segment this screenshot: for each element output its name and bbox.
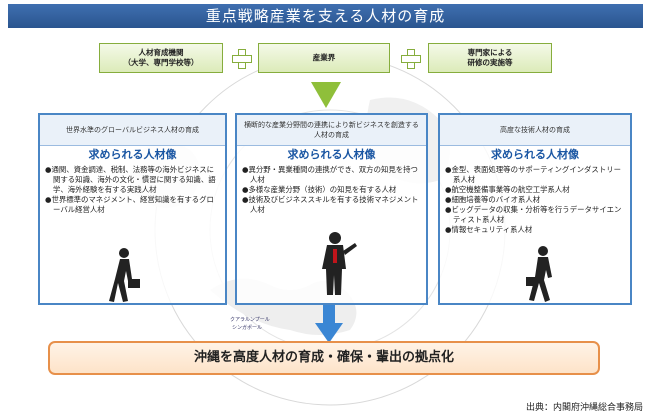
- list-item: ●異分野・異業種間の連携ができ、双方の知見を持つ人材: [242, 165, 418, 184]
- list-item: ●世界標準のマネジメント、経営知識を有するグローバル経営人材: [45, 195, 214, 214]
- source-label: 専門家による: [467, 48, 513, 57]
- list-item: ●通関、資金調達、税制、法務等の海外ビジネスに関する知識、海外の文化・慣習に関す…: [45, 165, 216, 194]
- talent-list: ●金型、表面処理等のサポーティングインダストリー系人材 ●航空機整備事業等の航空…: [445, 165, 625, 235]
- list-item: ●ビッグデータの収集・分析等を行うデータサイエンティスト系人材: [445, 205, 622, 224]
- businessman-walking-figure: [526, 246, 552, 302]
- source-note: 出典：内閣府沖縄総合事務局: [525, 403, 643, 413]
- source-label: 人材育成機関: [138, 48, 184, 57]
- talent-column-crossindustry: 横断的な産業分野間の連携により新ビジネスを創造する人材の育成 求められる人材像 …: [235, 113, 428, 305]
- down-arrow-icon: [311, 82, 341, 108]
- businessman-walking-figure: [109, 248, 140, 302]
- column-subheading: 求められる人材像: [287, 148, 376, 161]
- list-item: ●細胞培養等のバイオ系人材: [445, 195, 541, 204]
- list-item: ●多様な産業分野（技術）の知見を有する人材: [242, 185, 397, 194]
- plus-icon: [401, 49, 421, 69]
- list-item: ●金型、表面処理等のサポーティングインダストリー系人材: [445, 165, 621, 184]
- column-subheading: 求められる人材像: [491, 148, 579, 161]
- column-subheading: 求められる人材像: [88, 148, 177, 161]
- map-label: シンガポール: [232, 325, 263, 331]
- down-arrow-icon: [315, 305, 343, 343]
- list-item: ●航空機整備事業等の航空工学系人材: [445, 185, 570, 194]
- businessman-pointing-figure: [322, 232, 357, 295]
- source-label: 産業界: [312, 53, 336, 62]
- talent-column-global: 世界水準のグローバルビジネス人材の育成 求められる人材像 ●通関、資金調達、税制…: [38, 113, 227, 305]
- talent-list: ●異分野・異業種間の連携ができ、双方の知見を持つ人材 ●多様な産業分野（技術）の…: [242, 165, 421, 215]
- source-box-education: 人材育成機関 （大学、専門学校等）: [99, 43, 223, 73]
- plus-icon: [232, 49, 252, 69]
- page-title: 重点戦略産業を支える人材の育成: [8, 4, 643, 28]
- source-box-industry: 産業界: [258, 43, 390, 73]
- map-label: クアラルンプール: [230, 317, 270, 323]
- source-box-experts: 専門家による 研修の実施等: [428, 43, 552, 73]
- talent-list: ●通関、資金調達、税制、法務等の海外ビジネスに関する知識、海外の文化・慣習に関す…: [45, 165, 220, 215]
- list-item: ●技術及びビジネススキルを有する技術マネジメント人材: [242, 195, 419, 214]
- source-sublabel: （大学、専門学校等）: [123, 58, 199, 67]
- goal-banner: 沖縄を高度人材の育成・確保・輩出の拠点化: [48, 341, 600, 375]
- talent-column-technical: 高度な技術人材の育成 求められる人材像 ●金型、表面処理等のサポーティングインダ…: [438, 113, 632, 305]
- list-item: ●情報セキュリティ系人材: [445, 225, 533, 234]
- column-header: 高度な技術人材の育成: [440, 115, 630, 146]
- column-header: 横断的な産業分野間の連携により新ビジネスを創造する人材の育成: [237, 115, 426, 146]
- source-sublabel: 研修の実施等: [467, 58, 513, 67]
- column-header: 世界水準のグローバルビジネス人材の育成: [40, 115, 225, 146]
